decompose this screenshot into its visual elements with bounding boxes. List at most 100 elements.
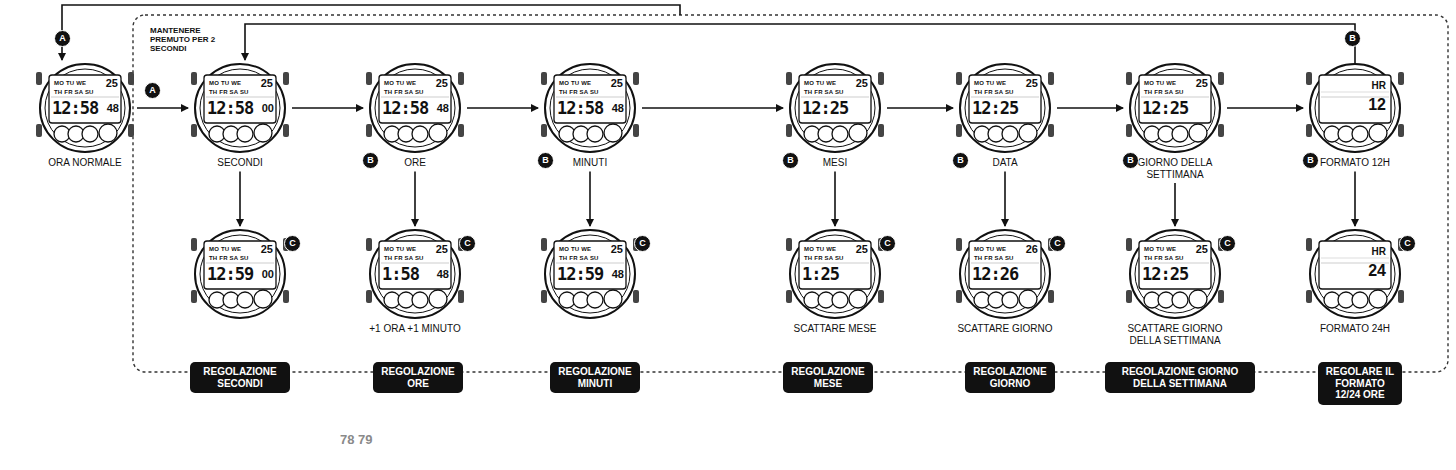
lcd-date: 25 (856, 243, 868, 255)
weekday-row: MO TU WE (559, 80, 591, 86)
badge-text: REGOLAZIONE MINUTI (556, 366, 634, 389)
lcd-date: 25 (261, 243, 273, 255)
weekday-row: MO TU WE (974, 246, 1006, 252)
lcd-format: 12 (1368, 96, 1386, 114)
lcd-digits: 12:58 (52, 98, 98, 118)
lcd-digits: 12:58 (382, 98, 428, 118)
setting-badge: REGOLAZIONE GIORNO DELLA SETTIMANA (1105, 362, 1255, 393)
button-callout: C (284, 235, 301, 252)
weekday-row: TH FR SA SU (804, 255, 844, 261)
weekday-row: TH FR SA SU (559, 89, 599, 95)
weekday-row: TH FR SA SU (804, 89, 844, 95)
weekday-row: MO TU WE (1144, 80, 1176, 86)
watch-state: MO TU WETH FR SA SU2512:25MESI (785, 62, 885, 169)
watch-state: MO TU WETH FR SA SU2512:5848MINUTI (540, 62, 640, 169)
lcd-seconds: 48 (437, 268, 449, 280)
button-callout: B (1122, 152, 1139, 169)
button-callout: C (1399, 235, 1416, 252)
lcd-date: 25 (1196, 77, 1208, 89)
flow-arrow (245, 24, 1355, 64)
watch-state: MO TU WETH FR SA SU2512:5800SECONDI (190, 62, 290, 169)
lcd-date: 25 (611, 243, 623, 255)
watch-state: MO TU WE TH FR SA SU 25 12:59 00 (190, 228, 290, 323)
setting-badge: REGOLAZIONE MINUTI (550, 362, 640, 393)
lcd-seconds: 48 (612, 268, 624, 280)
weekday-row: TH FR SA SU (384, 255, 424, 261)
badge-text: REGOLAZIONE GIORNO DELLA SETTIMANA (1111, 366, 1249, 389)
flow-arrow (137, 107, 188, 109)
button-callout: B (1302, 152, 1319, 169)
button-callout: B (537, 152, 554, 169)
button-callout: A (54, 30, 71, 47)
button-callout: B (952, 152, 969, 169)
flow-arrow (834, 172, 836, 227)
flow-arrow (1354, 172, 1356, 227)
flow-arrow (1057, 107, 1123, 109)
badge-text: REGOLARE IL FORMATO 12/24 ORE (1324, 366, 1396, 401)
lcd-hr: HR (1372, 246, 1386, 257)
watch-state: MO TU WE TH FR SA SU 25 12:59 48 (540, 228, 640, 323)
watch-state: MO TU WETH FR SA SU251:5848+1 ORA +1 MIN… (365, 228, 465, 335)
lcd-date: 25 (1026, 77, 1038, 89)
watch-state: MO TU WETH FR SA SU2512:25SCATTARE GIORN… (1125, 228, 1225, 346)
weekday-row: MO TU WE (384, 80, 416, 86)
lcd-digits: 12:59 (557, 264, 603, 284)
weekday-row: TH FR SA SU (1144, 255, 1184, 261)
lcd-date: 25 (261, 77, 273, 89)
weekday-row: MO TU WE (209, 246, 241, 252)
lcd-seconds: 00 (262, 268, 274, 280)
watch-face (1305, 62, 1405, 154)
flow-arrow (1174, 183, 1176, 226)
state-caption: ORA NORMALE (23, 157, 147, 169)
weekday-row: MO TU WE (804, 246, 836, 252)
lcd-digits: 12:25 (972, 98, 1018, 118)
lcd-seconds: 48 (437, 102, 449, 114)
flow-arrow (589, 172, 591, 227)
lcd-digits: 1:58 (382, 264, 419, 284)
setting-region (133, 15, 1448, 372)
watch-state: MO TU WETH FR SA SU2512:25DATA (955, 62, 1055, 169)
weekday-row: MO TU WE (559, 246, 591, 252)
weekday-row: MO TU WE (54, 80, 86, 86)
state-caption: SECONDI (178, 157, 302, 169)
badge-text: REGOLAZIONE SECONDI (196, 366, 284, 389)
button-callout: B (782, 152, 799, 169)
watch-state: MO TU WETH FR SA SU2512:25GIORNO DELLA S… (1125, 62, 1225, 180)
lcd-seconds: 00 (262, 102, 274, 114)
lcd-digits: 12:25 (1142, 98, 1188, 118)
weekday-row: MO TU WE (804, 80, 836, 86)
weekday-row: MO TU WE (384, 246, 416, 252)
badge-text: REGOLAZIONE ORE (379, 366, 457, 389)
lcd-date: 25 (611, 77, 623, 89)
lcd-digits: 12:26 (972, 264, 1018, 284)
weekday-row: TH FR SA SU (559, 255, 599, 261)
weekday-row: MO TU WE (974, 80, 1006, 86)
flow-arrow (239, 172, 241, 227)
weekday-row: TH FR SA SU (1144, 89, 1184, 95)
setting-badge: REGOLAZIONE ORE (373, 362, 463, 393)
button-callout: C (1219, 235, 1236, 252)
setting-badge: REGOLAZIONE SECONDI (190, 362, 290, 393)
lcd-digits: 12:59 (207, 264, 253, 284)
weekday-row: TH FR SA SU (209, 255, 249, 261)
flow-arrow (467, 107, 538, 109)
setting-badge: REGOLAZIONE MESE (783, 362, 873, 393)
weekday-row: TH FR SA SU (974, 89, 1014, 95)
button-callout: C (1049, 235, 1066, 252)
weekday-row: TH FR SA SU (974, 255, 1014, 261)
lcd-date: 25 (1196, 243, 1208, 255)
button-callout: A (144, 82, 161, 99)
setting-badge: REGOLAZIONE GIORNO (965, 362, 1055, 393)
weekday-row: MO TU WE (209, 80, 241, 86)
watch-face (1305, 228, 1405, 320)
button-callout: B (1344, 30, 1361, 47)
state-caption: SCATTARE MESE (773, 323, 897, 335)
lcd-hr: HR (1372, 80, 1386, 91)
button-callout: C (879, 235, 896, 252)
setting-badge: REGOLARE IL FORMATO 12/24 ORE (1318, 362, 1402, 405)
flow-arrow (1004, 172, 1006, 227)
watch-state: HR24FORMATO 24H (1305, 228, 1405, 335)
lcd-digits: 12:25 (1142, 264, 1188, 284)
lcd-date: 25 (436, 243, 448, 255)
watch-state: MO TU WETH FR SA SU251:25SCATTARE MESE (785, 228, 885, 335)
